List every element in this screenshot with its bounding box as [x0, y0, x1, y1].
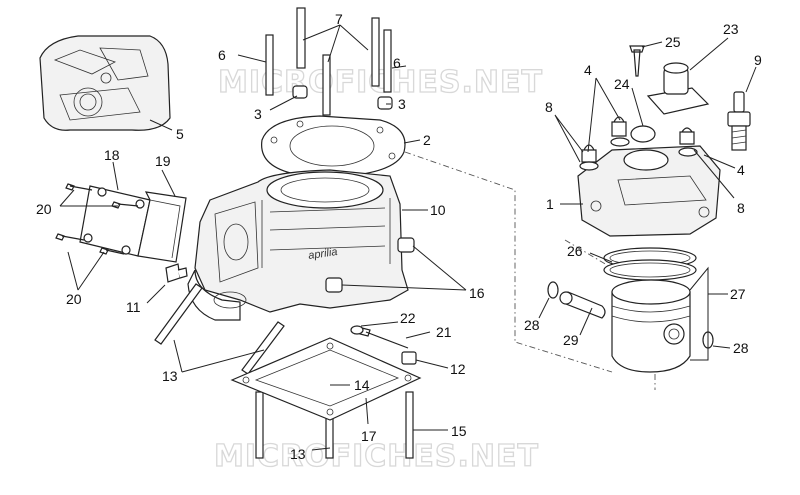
cylinder-head [577, 145, 721, 237]
callout-4-top: 4 [584, 62, 592, 78]
callout-20-top: 20 [36, 201, 52, 217]
callout-8-left: 8 [545, 99, 553, 115]
leader-lines [59, 24, 757, 451]
piston-pin [559, 291, 606, 319]
callout-3-right: 3 [398, 96, 406, 112]
stud-nuts [292, 85, 393, 110]
callout-13-bottom: 13 [290, 446, 306, 462]
callout-22: 22 [400, 310, 416, 326]
gasket-set-bag [39, 35, 171, 131]
callout-5: 5 [176, 126, 184, 142]
callout-11: 11 [126, 299, 141, 315]
watermark-bottom: MICROFICHES.NET [214, 439, 539, 474]
callout-6-left: 6 [218, 47, 226, 63]
reference-lines [404, 151, 656, 390]
callout-24: 24 [614, 76, 630, 92]
piston-rings [603, 247, 697, 281]
callout-4-right: 4 [737, 162, 745, 178]
brand-mark: aprilia [308, 246, 339, 262]
base-gasket [230, 337, 422, 421]
callout-20-bottom: 20 [66, 291, 82, 307]
callout-10: 10 [430, 202, 446, 218]
head-gasket [261, 115, 406, 177]
callout-labels: 1 2 3 3 4 4 5 6 6 7 8 8 9 10 11 12 13 13… [36, 11, 762, 462]
callout-23: 23 [723, 21, 739, 37]
spark-plug [727, 91, 751, 151]
callout-14: 14 [354, 377, 370, 393]
bolt-washer-spacer [350, 325, 417, 365]
callout-25: 25 [665, 34, 681, 50]
hose-fitting [165, 263, 188, 283]
callout-19: 19 [155, 153, 171, 169]
callout-29: 29 [563, 332, 579, 348]
base-studs [154, 283, 414, 459]
callout-6-right: 6 [393, 55, 401, 71]
callout-16: 16 [469, 285, 485, 301]
reed-valve-cover [79, 185, 187, 263]
callout-27: 27 [730, 286, 746, 302]
callout-7: 7 [335, 11, 343, 27]
callout-17: 17 [361, 428, 377, 444]
callout-21: 21 [436, 324, 452, 340]
callout-3-left: 3 [254, 106, 262, 122]
callout-12: 12 [450, 361, 466, 377]
callout-28-right: 28 [733, 340, 749, 356]
cylinder-block: aprilia [187, 169, 409, 321]
callout-9: 9 [754, 52, 762, 68]
reed-cover-screws [55, 183, 139, 255]
callout-1: 1 [546, 196, 554, 212]
callout-13-left: 13 [162, 368, 178, 384]
cylinder-studs [265, 7, 392, 116]
head-cap-nuts [579, 116, 698, 171]
callout-28-left: 28 [524, 317, 540, 333]
callout-18: 18 [104, 147, 120, 163]
callout-26: 26 [567, 243, 583, 259]
callout-2: 2 [423, 132, 431, 148]
drain-plugs [325, 237, 415, 293]
callout-8-right: 8 [737, 200, 745, 216]
thermostat-cover [629, 45, 710, 143]
piston [611, 279, 691, 373]
callout-15: 15 [451, 423, 467, 439]
